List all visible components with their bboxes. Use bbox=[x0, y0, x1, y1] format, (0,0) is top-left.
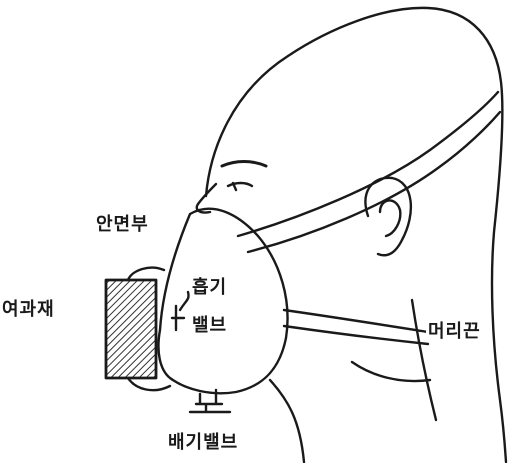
label-inhale-valve-line2: 밸브 bbox=[192, 315, 228, 336]
label-filter: 여과재 bbox=[2, 299, 55, 320]
label-exhale-valve: 배기밸브 bbox=[168, 432, 239, 453]
ear-inner bbox=[378, 199, 402, 238]
exhale-valve bbox=[188, 388, 232, 414]
label-inhale-valve-line1: 흡기 bbox=[192, 277, 228, 298]
label-face-piece: 안면부 bbox=[96, 214, 149, 235]
head-outline bbox=[204, 6, 508, 463]
label-head-strap: 머리끈 bbox=[426, 321, 483, 342]
ear bbox=[364, 176, 413, 257]
face-profile bbox=[195, 182, 218, 214]
filter-cartridge bbox=[104, 278, 158, 380]
neck-back bbox=[410, 298, 438, 422]
eyebrow bbox=[220, 160, 268, 168]
jaw-line bbox=[350, 360, 432, 383]
neck-front bbox=[268, 378, 306, 463]
mask-body bbox=[157, 207, 289, 395]
inhale-valve bbox=[170, 290, 190, 332]
upper-strap-edge1 bbox=[236, 90, 500, 238]
eye bbox=[226, 181, 254, 192]
filter-holder bbox=[126, 266, 172, 392]
lower-strap-edge1 bbox=[282, 308, 430, 334]
upper-strap-edge2 bbox=[246, 110, 502, 254]
lower-strap-edge2 bbox=[282, 324, 430, 346]
